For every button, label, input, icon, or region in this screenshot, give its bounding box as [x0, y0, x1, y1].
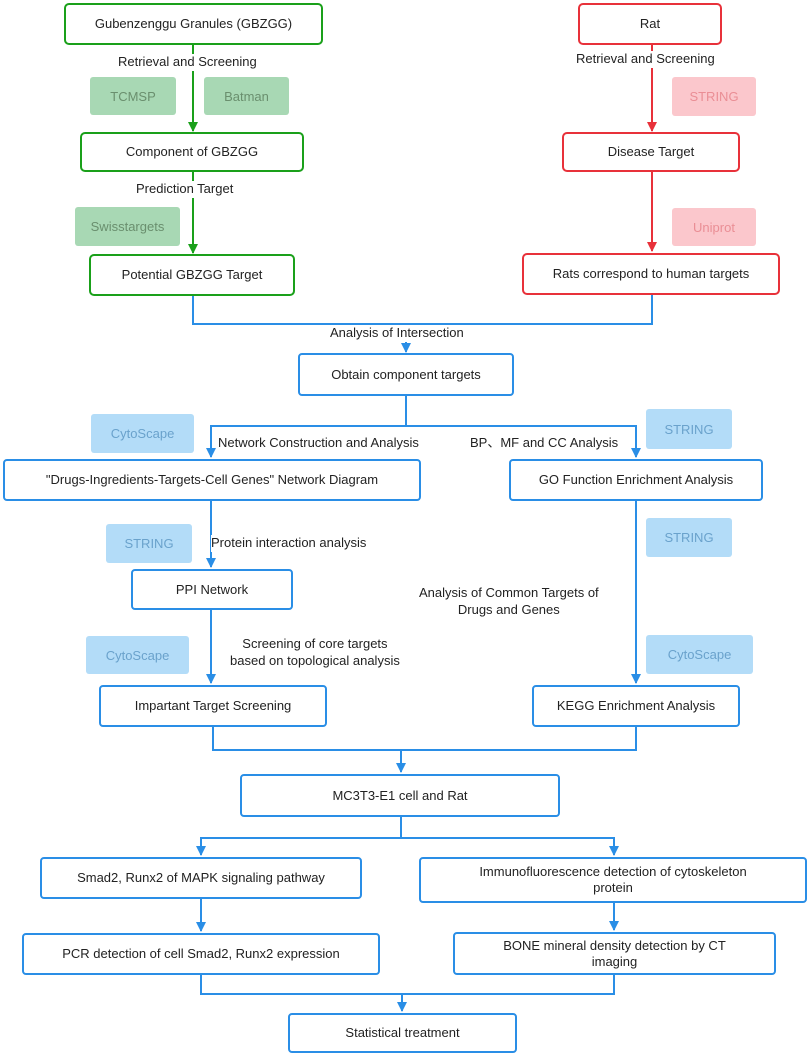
node-potential-target: Potential GBZGG Target [89, 254, 295, 296]
tag-cytoscape-kegg: CytoScape [646, 635, 753, 674]
edge-label-bp-mf-cc: BP、MF and CC Analysis [470, 435, 619, 452]
node-obtain-targets: Obtain component targets [298, 353, 514, 396]
node-bone-density: BONE mineral density detection by CT ima… [453, 932, 776, 975]
split-obtain [206, 396, 407, 458]
edge-label-screening-core: Screening of core targets based on topol… [230, 636, 400, 670]
split-mc3t3-right [401, 837, 619, 856]
node-network-diagram: "Drugs-Ingredients-Targets-Cell Genes" N… [3, 459, 421, 501]
node-gbzgg: Gubenzenggu Granules (GBZGG) [64, 3, 323, 45]
node-component: Component of GBZGG [80, 132, 304, 172]
node-mc3t3: MC3T3-E1 cell and Rat [240, 774, 560, 817]
merge-mc3t3 [212, 727, 637, 751]
tag-batman: Batman [204, 77, 289, 115]
edge-label-common-targets: Analysis of Common Targets of Drugs and … [419, 585, 599, 619]
tag-cytoscape-screening: CytoScape [86, 636, 189, 674]
merge-intersection [192, 295, 653, 325]
node-smad-mapk: Smad2, Runx2 of MAPK signaling pathway [40, 857, 362, 899]
merge-statistical [200, 975, 615, 995]
node-rat: Rat [578, 3, 722, 45]
node-immunofluorescence: Immunofluorescence detection of cytoskel… [419, 857, 807, 903]
tag-string-disease: STRING [672, 77, 756, 116]
tag-swisstargets: Swisstargets [75, 207, 180, 246]
tag-string-go: STRING [646, 409, 732, 449]
edge-label-intersection: Analysis of Intersection [330, 325, 464, 342]
node-go-enrichment: GO Function Enrichment Analysis [509, 459, 763, 501]
split-mc3t3 [196, 817, 402, 856]
tag-string-ppi: STRING [106, 524, 192, 563]
tag-cytoscape-network: CytoScape [91, 414, 194, 453]
edge-label-network-construction: Network Construction and Analysis [218, 435, 419, 452]
node-kegg: KEGG Enrichment Analysis [532, 685, 740, 727]
edge-label-prediction: Prediction Target [136, 181, 234, 198]
edge-label-retrieval-left: Retrieval and Screening [118, 54, 257, 71]
edge-label-protein-interaction: Protein interaction analysis [211, 535, 367, 552]
node-rats-human: Rats correspond to human targets [522, 253, 780, 295]
node-statistical: Statistical treatment [288, 1013, 517, 1053]
node-important-screening: Impartant Target Screening [99, 685, 327, 727]
node-pcr: PCR detection of cell Smad2, Runx2 expre… [22, 933, 380, 975]
edge-label-retrieval-right: Retrieval and Screening [576, 51, 715, 68]
node-ppi-network: PPI Network [131, 569, 293, 610]
split-obtain-right [406, 425, 641, 458]
tag-uniprot: Uniprot [672, 208, 756, 246]
node-disease-target: Disease Target [562, 132, 740, 172]
tag-string-kegg: STRING [646, 518, 732, 557]
tag-tcmsp: TCMSP [90, 77, 176, 115]
